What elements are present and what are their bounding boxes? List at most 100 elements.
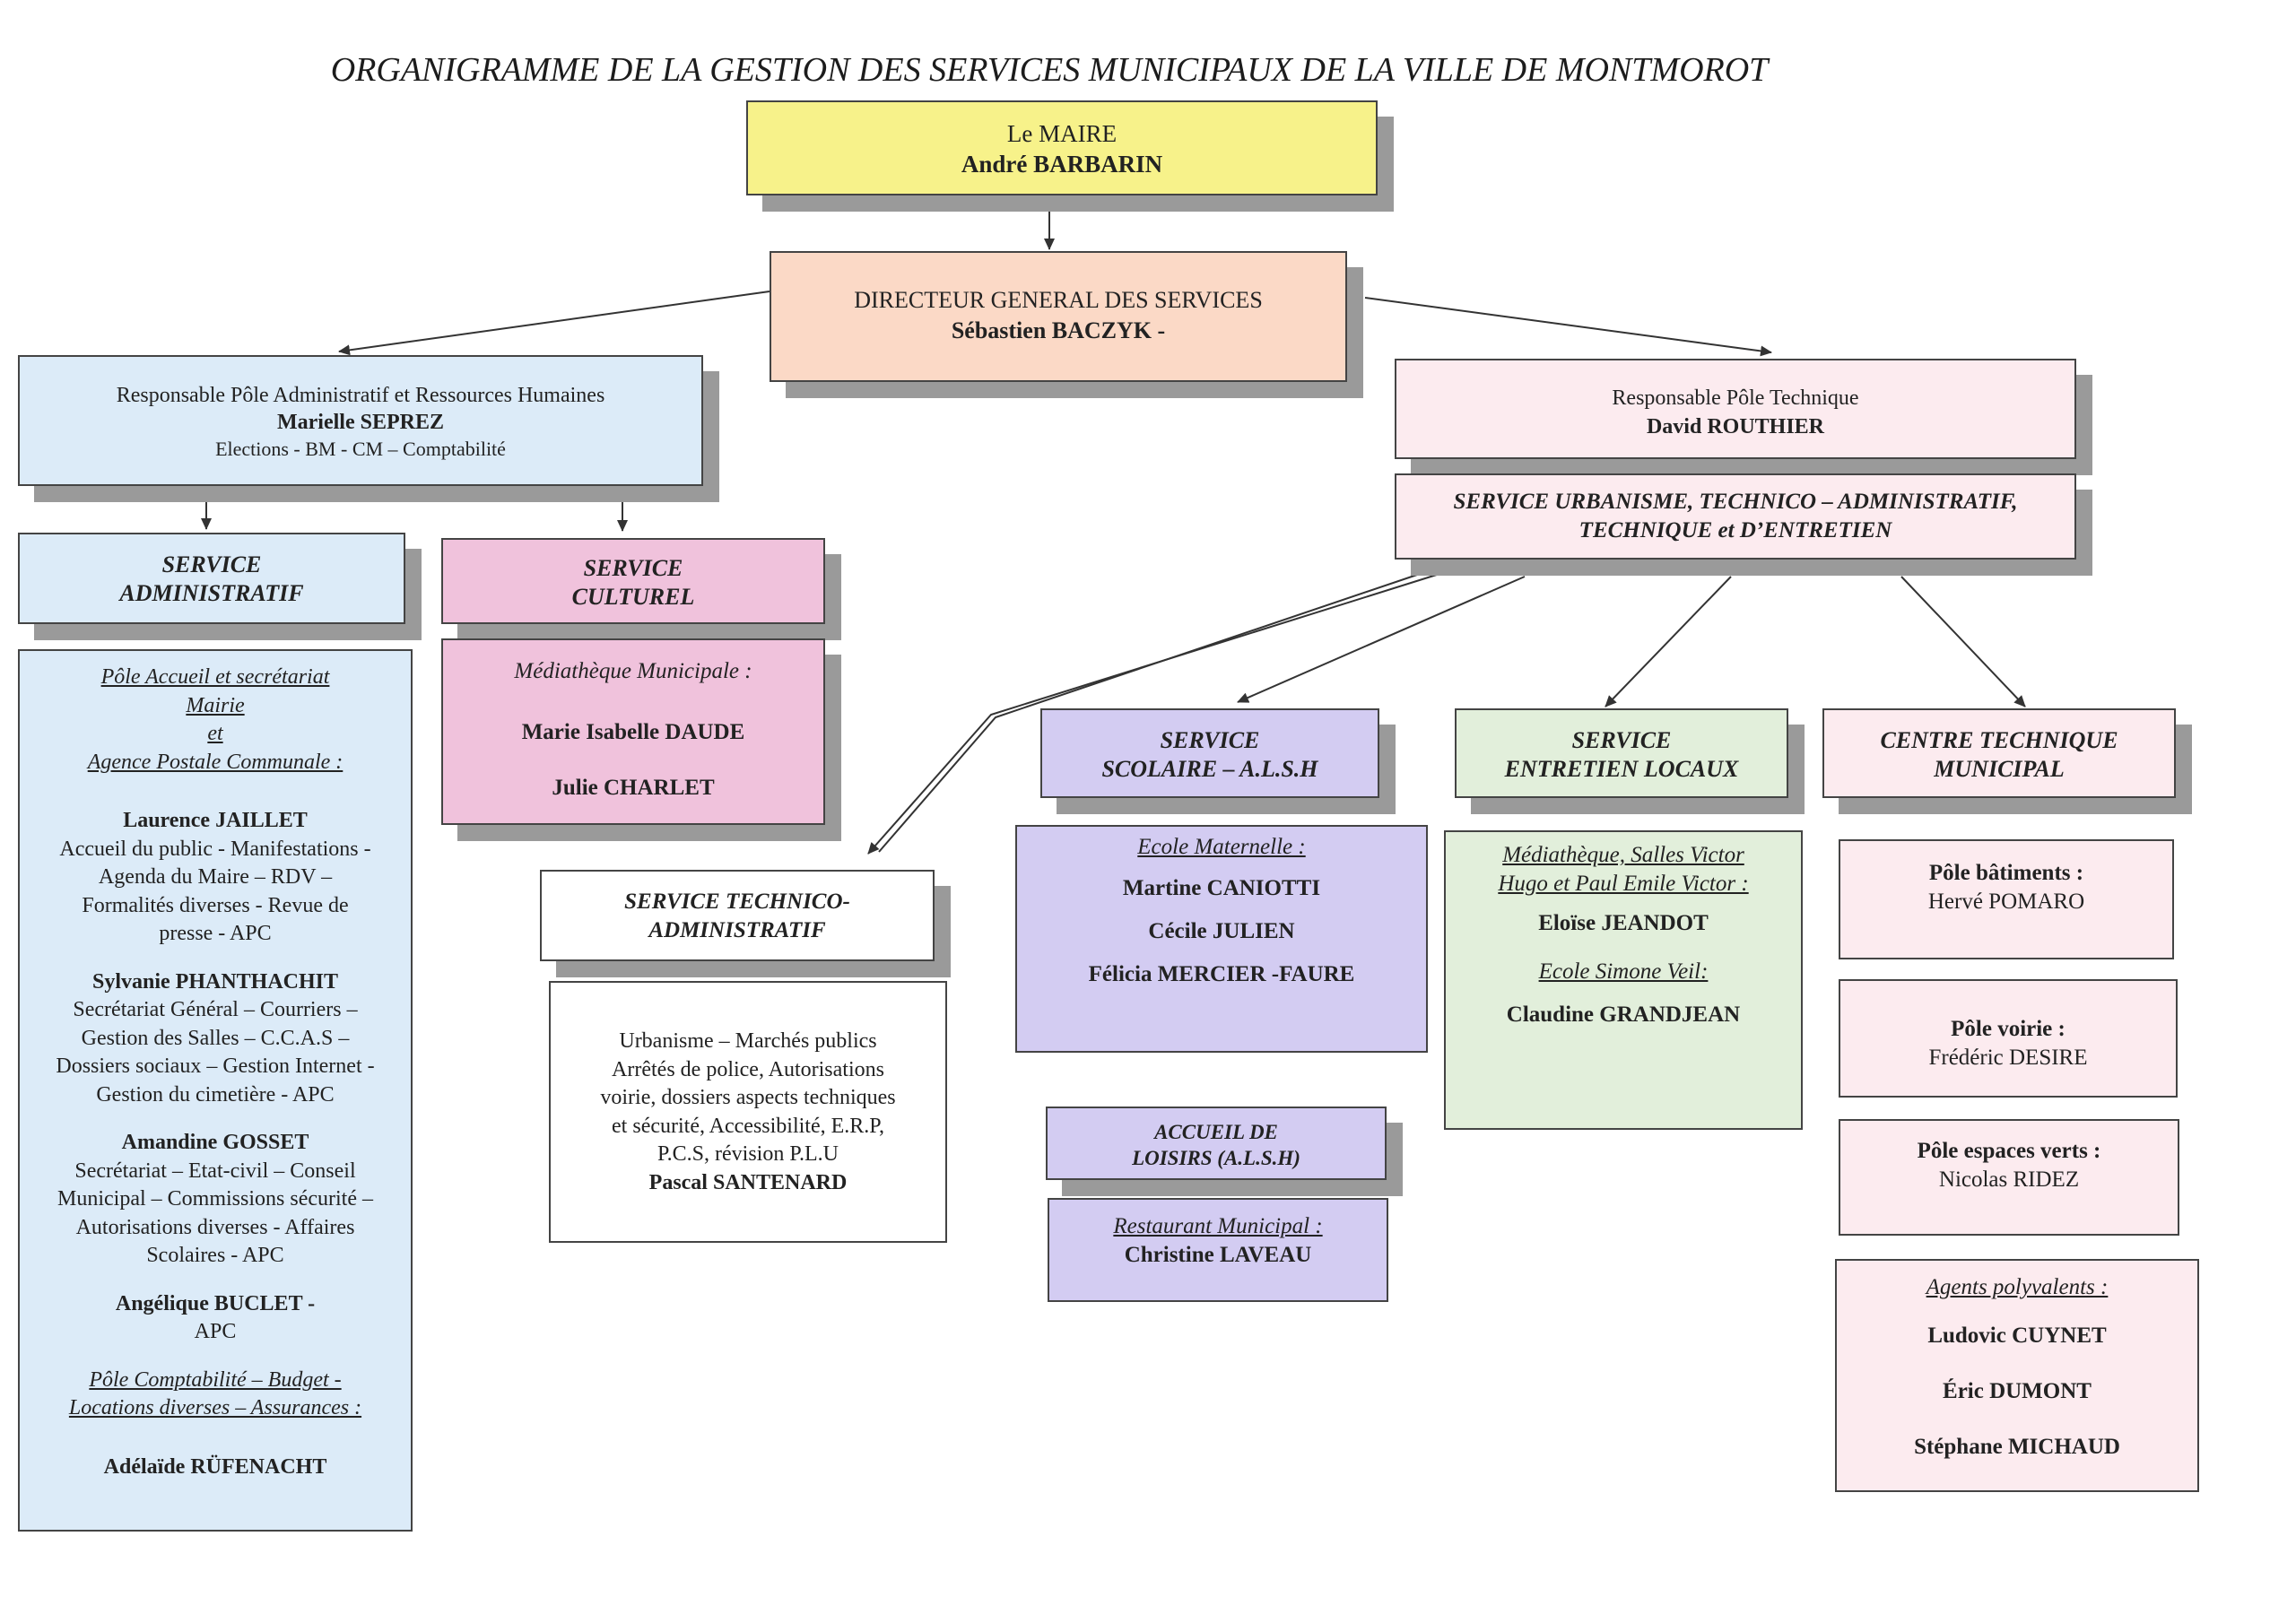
- person-phanthachit-task3: Dossiers sociaux – Gestion Internet -: [56, 1055, 375, 1078]
- service-scolaire-title-box: SERVICE SCOLAIRE – A.L.S.H: [1040, 708, 1379, 798]
- service-admin-title2: ADMINISTRATIF: [119, 580, 304, 606]
- person-gosset-name: Amandine GOSSET: [121, 1131, 309, 1154]
- pole-admin-detail: Elections - BM - CM – Comptabilité: [215, 438, 506, 460]
- pole-tech-box: Responsable Pôle Technique David ROUTHIE…: [1395, 359, 2076, 459]
- arrow-dgs-admin: [338, 291, 770, 356]
- service-technico-line3: voirie, dossiers aspects techniques: [600, 1086, 896, 1109]
- person-jaillet-task4: presse - APC: [159, 922, 272, 945]
- service-culturel-title2: CULTUREL: [571, 584, 695, 610]
- dgs-box: DIRECTEUR GENERAL DES SERVICES Sébastien…: [770, 251, 1347, 382]
- person-caniotti-name: Martine CANIOTTI: [1122, 876, 1321, 900]
- service-urbanisme-line2: TECHNIQUE et D’ENTRETIEN: [1578, 518, 1892, 542]
- person-jaillet-name: Laurence JAILLET: [123, 809, 308, 832]
- pole-batiments-box: Pôle bâtiments : Hervé POMARO: [1839, 839, 2174, 959]
- service-entretien-title-box: SERVICE ENTRETIEN LOCAUX: [1455, 708, 1788, 798]
- dgs-role: DIRECTEUR GENERAL DES SERVICES: [854, 287, 1263, 313]
- person-cuynet-name: Ludovic CUYNET: [1927, 1324, 2107, 1348]
- person-santenard-name: Pascal SANTENARD: [648, 1170, 848, 1194]
- accueil-loisirs-content-box: Restaurant Municipal : Christine LAVEAU: [1048, 1198, 1388, 1302]
- pole-admin-role: Responsable Pôle Administratif et Ressou…: [116, 384, 605, 407]
- service-admin-heading6: Locations diverses – Assurances :: [68, 1396, 362, 1419]
- service-admin-heading3: et: [207, 722, 223, 745]
- pole-tech-name: David ROUTHIER: [1646, 415, 1825, 438]
- person-ridez-name: Nicolas RIDEZ: [1938, 1167, 2080, 1192]
- person-daude-name: Marie Isabelle DAUDE: [521, 720, 745, 744]
- person-gosset-task4: Scolaires - APC: [146, 1244, 284, 1267]
- service-scolaire-title1: SERVICE: [1160, 727, 1260, 753]
- service-entretien-heading3: Ecole Simone Veil:: [1538, 959, 1709, 984]
- service-entretien-content-box: Médiathèque, Salles Victor Hugo et Paul …: [1444, 830, 1803, 1130]
- person-jaillet-task1: Accueil du public - Manifestations -: [59, 837, 371, 861]
- person-phanthachit-name: Sylvanie PHANTHACHIT: [91, 969, 339, 994]
- person-desire-name: Frédéric DESIRE: [1928, 1046, 2088, 1070]
- service-admin-title1: SERVICE: [161, 551, 262, 577]
- service-entretien-title1: SERVICE: [1571, 727, 1672, 753]
- service-scolaire-content-box: Ecole Maternelle : Martine CANIOTTI Céci…: [1015, 825, 1428, 1053]
- agents-polyvalents-label: Agents polyvalents :: [1926, 1275, 2109, 1299]
- arrow-urbanisme-technico: [867, 573, 1440, 855]
- pole-voirie-label: Pôle voirie :: [1951, 1017, 2066, 1041]
- service-scolaire-title2: SCOLAIRE – A.L.S.H: [1101, 756, 1318, 782]
- pole-tech-role: Responsable Pôle Technique: [1612, 386, 1859, 410]
- person-dumont-name: Éric DUMONT: [1943, 1379, 2092, 1403]
- person-rufenacht-name: Adélaïde RÜFENACHT: [103, 1454, 327, 1479]
- person-michaud-name: Stéphane MICHAUD: [1914, 1435, 2120, 1459]
- service-admin-content-box: Pôle Accueil et secrétariat Mairie et Ag…: [18, 649, 413, 1532]
- pole-admin-box: Responsable Pôle Administratif et Ressou…: [18, 355, 703, 486]
- person-julien-name: Cécile JULIEN: [1148, 919, 1295, 943]
- service-technico-line4: et sécurité, Accessibilité, E.R.P,: [612, 1114, 884, 1138]
- service-entretien-heading1: Médiathèque, Salles Victor: [1502, 843, 1744, 867]
- person-jaillet-task2: Agenda du Maire – RDV –: [98, 865, 333, 889]
- service-culturel-title-box: SERVICE CULTUREL: [441, 538, 825, 624]
- maire-box: Le MAIRE André BARBARIN: [746, 100, 1378, 195]
- arrow-urbanisme-entretien: [1605, 576, 1732, 707]
- person-jaillet-task3: Formalités diverses - Revue de: [82, 893, 349, 917]
- centre-technique-title-box: CENTRE TECHNIQUE MUNICIPAL: [1822, 708, 2176, 798]
- arrow-urbanisme-centre: [1900, 576, 2026, 707]
- person-phanthachit-task1: Secrétariat Général – Courriers –: [73, 998, 358, 1021]
- service-technico-content-box: Urbanisme – Marchés publics Arrêtés de p…: [549, 981, 947, 1243]
- service-entretien-heading2: Hugo et Paul Emile Victor :: [1498, 872, 1749, 896]
- centre-technique-title1: CENTRE TECHNIQUE: [1880, 727, 2118, 753]
- maire-name: André BARBARIN: [961, 151, 1163, 178]
- service-technico-title2: ADMINISTRATIF: [648, 918, 826, 942]
- service-technico-title-box: SERVICE TECHNICO- ADMINISTRATIF: [540, 870, 935, 961]
- pole-batiments-label: Pôle bâtiments :: [1928, 861, 2084, 885]
- service-urbanisme-box: SERVICE URBANISME, TECHNICO – ADMINISTRA…: [1395, 473, 2076, 560]
- service-technico-line5: P.C.S, révision P.L.U: [657, 1142, 839, 1166]
- person-buclet-task1: APC: [194, 1320, 237, 1343]
- centre-technique-title2: MUNICIPAL: [1934, 756, 2065, 782]
- service-admin-heading5: Pôle Comptabilité – Budget -: [89, 1367, 342, 1392]
- service-admin-title-box: SERVICE ADMINISTRATIF: [18, 533, 405, 624]
- service-culturel-heading: Médiathèque Municipale :: [514, 659, 752, 683]
- person-gosset-task2: Municipal – Commissions sécurité –: [57, 1187, 373, 1211]
- person-jeandot-name: Eloïse JEANDOT: [1538, 911, 1709, 935]
- service-culturel-content-box: Médiathèque Municipale : Marie Isabelle …: [441, 638, 825, 825]
- person-phanthachit-task2: Gestion des Salles – C.C.A.S –: [81, 1026, 350, 1050]
- person-pomaro-name: Hervé POMARO: [1927, 890, 2085, 914]
- service-entretien-title2: ENTRETIEN LOCAUX: [1504, 756, 1739, 782]
- service-culturel-title1: SERVICE: [583, 555, 683, 581]
- service-admin-heading1: Pôle Accueil et secrétariat: [100, 665, 330, 689]
- accueil-loisirs-heading: Restaurant Municipal :: [1113, 1214, 1323, 1238]
- arrow-dgs-tech: [1364, 297, 1772, 357]
- service-admin-heading4: Agence Postale Communale :: [87, 750, 344, 774]
- pole-espaces-verts-box: Pôle espaces verts : Nicolas RIDEZ: [1839, 1119, 2179, 1236]
- agents-polyvalents-box: Agents polyvalents : Ludovic CUYNET Éric…: [1835, 1259, 2199, 1492]
- service-technico-line1: Urbanisme – Marchés publics: [619, 1029, 877, 1053]
- person-mercier-faure-name: Félicia MERCIER -FAURE: [1088, 962, 1355, 986]
- accueil-loisirs-title1: ACCUEIL DE: [1154, 1121, 1278, 1143]
- pole-espaces-verts-label: Pôle espaces verts :: [1917, 1139, 2101, 1163]
- person-charlet-name: Julie CHARLET: [552, 776, 715, 800]
- page-title: ORGANIGRAMME DE LA GESTION DES SERVICES …: [330, 51, 1769, 89]
- arrow-urbanisme-scolaire: [1237, 576, 1526, 703]
- service-technico-line2: Arrêtés de police, Autorisations: [612, 1057, 884, 1081]
- person-gosset-task3: Autorisations diverses - Affaires: [75, 1215, 355, 1239]
- person-grandjean-name: Claudine GRANDJEAN: [1506, 1002, 1741, 1027]
- service-scolaire-heading: Ecole Maternelle :: [1137, 835, 1306, 859]
- person-laveau-name: Christine LAVEAU: [1124, 1243, 1312, 1267]
- service-urbanisme-line1: SERVICE URBANISME, TECHNICO – ADMINISTRA…: [1453, 490, 2018, 514]
- person-gosset-task1: Secrétariat – Etat-civil – Conseil: [74, 1159, 356, 1183]
- service-admin-heading2: Mairie: [186, 693, 245, 717]
